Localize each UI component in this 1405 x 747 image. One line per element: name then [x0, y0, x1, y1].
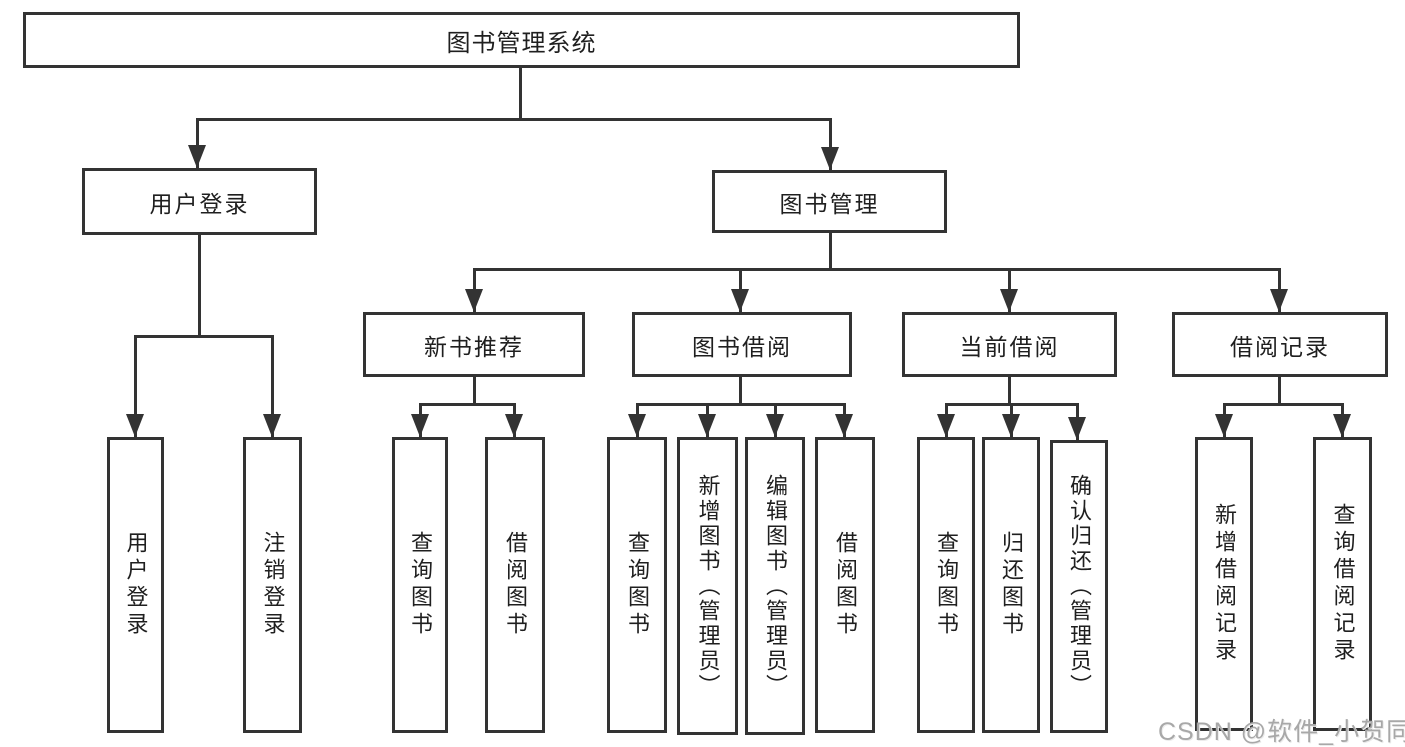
- connector-line: [519, 68, 522, 119]
- arrow-down-icon: [1215, 414, 1233, 437]
- leaf-query-books-borrowing: 查询图书: [607, 437, 667, 733]
- arrow-down-icon: [766, 414, 784, 437]
- connector-line: [1278, 377, 1281, 406]
- arrow-down-icon: [1333, 414, 1351, 437]
- arrow-down-icon: [188, 145, 206, 168]
- node-current-borrowing: 当前借阅: [902, 312, 1117, 377]
- arrow-down-icon: [465, 289, 483, 312]
- connector-line: [739, 377, 742, 406]
- node-label: 新增借阅记录: [1212, 503, 1237, 665]
- connector-line: [419, 403, 516, 406]
- leaf-query-borrow-record: 查询借阅记录: [1313, 437, 1372, 731]
- arrow-down-icon: [505, 414, 523, 437]
- leaf-user-login: 用户登录: [107, 437, 164, 733]
- arrow-down-icon: [1002, 414, 1020, 437]
- leaf-query-books-recommend: 查询图书: [392, 437, 448, 733]
- node-label: 查询图书: [625, 531, 650, 639]
- connector-line: [636, 403, 846, 406]
- connector-line: [196, 118, 199, 168]
- node-book-borrowing: 图书借阅: [632, 312, 852, 377]
- node-label: 新增图书（管理员）: [695, 473, 721, 699]
- connector-line: [829, 233, 832, 271]
- arrow-down-icon: [1270, 289, 1288, 312]
- node-label: 查询借阅记录: [1330, 503, 1356, 665]
- arrow-down-icon: [1068, 417, 1086, 440]
- node-label: 编辑图书（管理员）: [763, 473, 788, 699]
- leaf-return-books: 归还图书: [982, 437, 1040, 733]
- node-label: 确认归还（管理员）: [1067, 474, 1092, 699]
- leaf-borrow-books-borrowing: 借阅图书: [815, 437, 875, 733]
- connector-line: [196, 118, 832, 121]
- node-label: 借阅图书: [503, 531, 528, 639]
- node-label: 图书管理系统: [446, 29, 597, 57]
- connector-line: [134, 335, 137, 437]
- node-label: 归还图书: [999, 531, 1024, 639]
- node-label: 当前借阅: [959, 333, 1060, 360]
- arrow-down-icon: [126, 414, 144, 437]
- arrow-down-icon: [731, 289, 749, 312]
- connector-line: [271, 335, 274, 437]
- leaf-confirm-return-admin: 确认归还（管理员）: [1050, 440, 1108, 733]
- leaf-edit-books-admin: 编辑图书（管理员）: [745, 437, 805, 735]
- arrow-down-icon: [411, 414, 429, 437]
- connector-line: [1223, 403, 1343, 406]
- node-label: 查询图书: [934, 531, 959, 639]
- leaf-borrow-books-recommend: 借阅图书: [485, 437, 545, 733]
- node-label: 借阅记录: [1230, 333, 1330, 360]
- connector-line: [829, 118, 832, 170]
- node-label: 用户登录: [123, 531, 149, 639]
- connector-line: [473, 268, 1281, 271]
- connector-line: [198, 235, 201, 335]
- arrow-down-icon: [821, 147, 839, 170]
- node-root-book-management-system: 图书管理系统: [23, 12, 1020, 68]
- leaf-query-books-current: 查询图书: [917, 437, 975, 733]
- node-user-login: 用户登录: [82, 168, 317, 235]
- leaf-add-books-admin: 新增图书（管理员）: [677, 437, 738, 735]
- arrow-down-icon: [263, 414, 281, 437]
- arrow-down-icon: [835, 414, 853, 437]
- node-label: 新书推荐: [424, 333, 524, 360]
- leaf-add-borrow-record: 新增借阅记录: [1195, 437, 1253, 731]
- arrow-down-icon: [1000, 289, 1018, 312]
- connector-line: [473, 377, 476, 406]
- node-label: 查询图书: [408, 531, 433, 639]
- node-label: 用户登录: [149, 190, 250, 217]
- connector-line: [1008, 377, 1011, 406]
- node-new-book-recommendation: 新书推荐: [363, 312, 585, 377]
- leaf-logout: 注销登录: [243, 437, 302, 733]
- arrow-down-icon: [628, 414, 646, 437]
- arrow-down-icon: [698, 414, 716, 437]
- node-label: 图书借阅: [692, 333, 792, 360]
- node-label: 图书管理: [779, 190, 880, 217]
- node-label: 注销登录: [260, 531, 286, 639]
- arrow-down-icon: [937, 414, 955, 437]
- node-label: 借阅图书: [833, 531, 858, 639]
- csdn-watermark: CSDN @软件_小贺同学: [1158, 718, 1405, 746]
- connector-line: [134, 335, 274, 338]
- node-book-management: 图书管理: [712, 170, 947, 233]
- node-borrowing-records: 借阅记录: [1172, 312, 1388, 377]
